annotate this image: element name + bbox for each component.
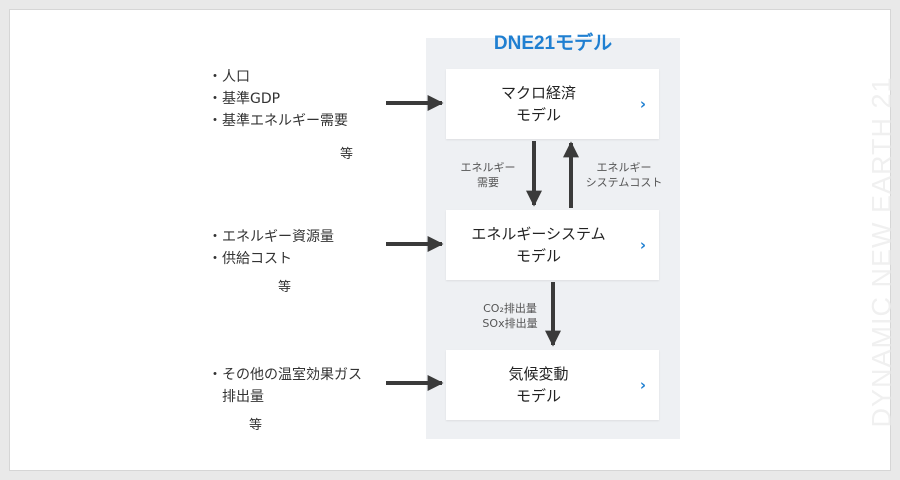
flow-line: SOx排出量 xyxy=(482,317,538,330)
input-item: ・エネルギー資源量 xyxy=(208,229,334,245)
flow-line: エネルギー xyxy=(596,161,652,174)
macro-inputs-list: ・人口 ・基準GDP ・基準エネルギー需要 xyxy=(208,66,348,132)
model-label: エネルギーシステム モデル xyxy=(471,225,606,265)
etc-label: 等 xyxy=(340,147,354,162)
climate-inputs-list: ・その他の温室効果ガス 排出量 xyxy=(208,364,362,408)
panel-title: DNE21モデル xyxy=(493,33,613,54)
flow-line: システムコスト xyxy=(585,176,663,189)
model-label: 気候変動 モデル xyxy=(508,365,569,405)
energy-inputs-list: ・エネルギー資源量 ・供給コスト xyxy=(208,226,334,270)
chevron-right-icon: › xyxy=(639,236,646,254)
energy-demand-flow-label: エネルギー 需要 xyxy=(450,160,526,190)
input-item: ・供給コスト xyxy=(208,251,292,267)
climate-change-model-box[interactable]: 気候変動 モデル › xyxy=(446,350,659,420)
input-item: ・人口 xyxy=(208,69,250,85)
energy-system-model-box[interactable]: エネルギーシステム モデル › xyxy=(446,210,659,280)
macro-economy-model-box[interactable]: マクロ経済 モデル › xyxy=(446,69,659,139)
input-item: 排出量 xyxy=(208,389,264,405)
flow-line: エネルギー xyxy=(460,161,516,174)
input-item: ・基準エネルギー需要 xyxy=(208,113,348,129)
input-item: ・基準GDP xyxy=(208,91,281,107)
chevron-right-icon: › xyxy=(639,376,646,394)
chevron-right-icon: › xyxy=(639,95,646,113)
etc-label: 等 xyxy=(278,280,292,295)
input-item: ・その他の温室効果ガス xyxy=(208,367,362,383)
flow-line: CO₂排出量 xyxy=(483,302,537,315)
etc-label: 等 xyxy=(249,418,263,433)
system-cost-flow-label: エネルギー システムコスト xyxy=(578,160,670,190)
model-label: マクロ経済 モデル xyxy=(500,84,576,124)
emissions-flow-label: CO₂排出量 SOx排出量 xyxy=(474,301,546,331)
flow-line: 需要 xyxy=(477,176,499,189)
